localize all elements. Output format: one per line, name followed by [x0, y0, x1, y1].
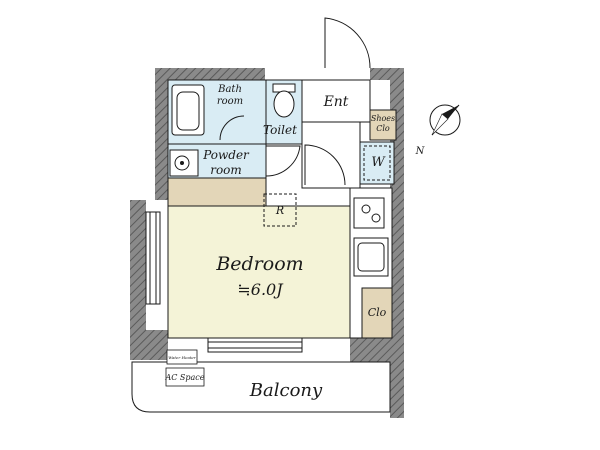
ac-space-box — [165, 367, 205, 387]
washer-space — [359, 141, 395, 185]
bedroom-floor — [167, 205, 351, 339]
washer-label: W — [371, 155, 386, 170]
bath-door-swing — [219, 115, 245, 141]
balcony-label: Balcony — [249, 380, 323, 401]
entrance-area — [301, 79, 371, 189]
bedroom-label: Bedroom — [215, 253, 303, 275]
washer-pan — [363, 145, 391, 181]
closet-label: Clo — [368, 306, 387, 319]
fridge-label: R — [275, 204, 284, 217]
powder-room-label: Powder — [202, 148, 250, 162]
left-window — [145, 211, 161, 305]
hall-floor — [167, 177, 267, 207]
compass-icon — [429, 104, 461, 136]
bathtub — [171, 84, 205, 136]
bedroom-size: ≒6.0J — [237, 280, 284, 299]
water-heater-box — [166, 349, 198, 365]
entrance-label: Ent — [323, 94, 349, 110]
powder-room-label-2: room — [210, 163, 242, 177]
toilet-door-swing — [265, 145, 301, 177]
toilet-label: Toilet — [263, 123, 297, 137]
bath-room-label: Bath — [217, 84, 242, 95]
washbasin — [169, 149, 199, 177]
kitchen-counter — [353, 197, 389, 277]
balcony-window — [207, 337, 303, 353]
bedroom-closet — [361, 287, 393, 339]
inner-door-swing — [304, 144, 346, 186]
ac-space-label: AC Space — [164, 373, 204, 382]
compass-north-label: N — [415, 146, 426, 157]
shoe-closet-label-2: Clo — [376, 124, 390, 133]
water-heater-label: Water Heater — [168, 355, 197, 360]
shoe-closet-label: Shoes — [371, 114, 395, 123]
fridge-space — [263, 193, 297, 227]
toilet-fixture — [272, 83, 296, 118]
entrance-door-swing — [324, 17, 371, 69]
shoe-closet — [369, 109, 397, 141]
bath-room-label-2: room — [217, 96, 243, 107]
